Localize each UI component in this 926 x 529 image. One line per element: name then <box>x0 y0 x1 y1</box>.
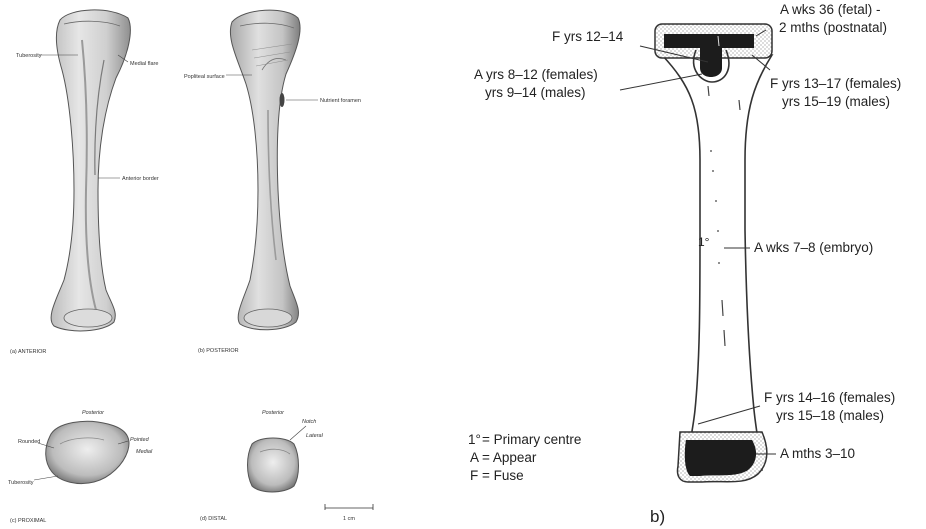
proximal-appear-line1: A wks 36 (fetal) - <box>780 2 881 17</box>
scale-bar <box>325 504 373 510</box>
label-anterior-border: Anterior border <box>122 176 159 182</box>
caption-anterior: (a) ANTERIOR <box>10 349 46 355</box>
caption-proximal: (c) PROXIMAL <box>10 518 46 524</box>
distal-appear: A mths 3–10 <box>780 446 855 461</box>
proximal-fuse-line1: F yrs 13–17 (females) <box>770 76 901 91</box>
tuberosity-appear-line2: yrs 9–14 (males) <box>485 85 586 100</box>
legend-symbol-appear: A <box>470 450 479 465</box>
legend-meaning-fuse: = Fuse <box>482 468 524 483</box>
caption-posterior: (b) POSTERIOR <box>198 348 239 354</box>
label-posterior-proximal: Posterior <box>82 410 105 416</box>
proximal-view-bone <box>46 421 129 483</box>
distal-ossification-centre <box>685 440 756 476</box>
legend-meaning-primary: = Primary centre <box>482 432 581 447</box>
legend-symbol-primary: 1° <box>468 432 481 447</box>
label-medial-flare: Medial flare <box>130 61 158 67</box>
panel-b-caption: b) <box>650 507 665 526</box>
caption-distal: (d) DISTAL <box>200 516 227 522</box>
primary-centre-mark: 1° <box>698 235 710 249</box>
label-nutrient-foramen: Nutrient foramen <box>320 98 361 104</box>
label-posterior-distal: Posterior <box>262 410 285 416</box>
proximal-appear-line2: 2 mths (postnatal) <box>779 20 887 35</box>
tuberosity-appear-line1: A yrs 8–12 (females) <box>474 67 598 82</box>
label-tuberosity-proximal: Tuberosity <box>8 480 34 486</box>
primary-appear: A wks 7–8 (embryo) <box>754 240 873 255</box>
proximal-fuse-line2: yrs 15–19 (males) <box>782 94 890 109</box>
label-notch: Notch <box>302 419 316 425</box>
legend-symbol-fuse: F <box>470 468 478 483</box>
label-rounded: Rounded <box>18 439 40 445</box>
legend: 1° = Primary centre A = Appear F = Fuse <box>468 432 581 483</box>
proximal-fuse-top: F yrs 12–14 <box>552 29 624 44</box>
anterior-view-bone <box>51 10 130 331</box>
label-pointed: Pointed <box>130 437 150 443</box>
panel-b: A wks 36 (fetal) - 2 mths (postnatal) F … <box>468 2 901 526</box>
posterior-view-bone <box>230 10 300 330</box>
legend-meaning-appear: = Appear <box>482 450 537 465</box>
label-tuberosity-anterior: Tuberosity <box>16 53 42 59</box>
label-medial: Medial <box>136 449 153 455</box>
distal-fuse-line1: F yrs 14–16 (females) <box>764 390 895 405</box>
label-lateral: Lateral <box>306 433 324 439</box>
distal-view-bone <box>248 438 299 492</box>
panel-a: Tuberosity Medial flare Anterior border … <box>8 10 373 524</box>
scale-bar-label: 1 cm <box>343 516 355 522</box>
distal-leaders <box>290 426 306 440</box>
label-popliteal-surface: Popliteal surface <box>184 74 225 80</box>
distal-fuse-line2: yrs 15–18 (males) <box>776 408 884 423</box>
